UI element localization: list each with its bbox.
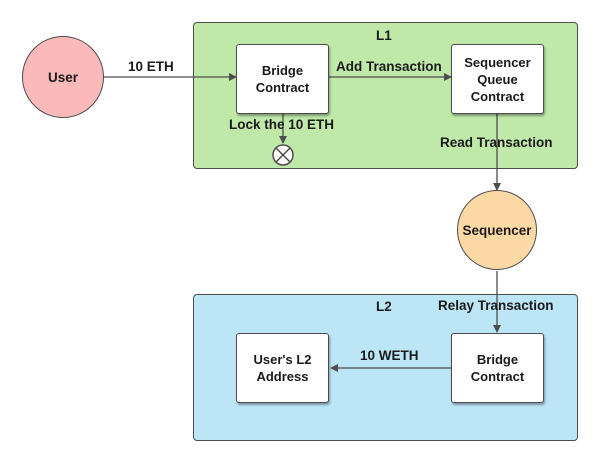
sequencer-queue-contract: Sequencer Queue Contract <box>451 44 544 114</box>
label-relay-transaction: Relay Transaction <box>438 298 554 313</box>
bridge-contract-l1: Bridge Contract <box>236 44 329 114</box>
user-node-label: User <box>47 69 79 85</box>
label-10-weth: 10 WETH <box>360 348 419 363</box>
label-read-transaction: Read Transaction <box>440 135 553 150</box>
l2-title: L2 <box>376 299 392 314</box>
sequencer-node: Sequencer <box>457 190 537 270</box>
label-lock-10-eth: Lock the 10 ETH <box>229 117 335 132</box>
sequencer-node-label: Sequencer <box>462 222 532 238</box>
label-10-eth: 10 ETH <box>128 59 174 74</box>
users-l2-address: User's L2 Address <box>236 333 329 403</box>
lock-terminator-icon <box>272 144 294 166</box>
bridge-contract-l2: Bridge Contract <box>451 333 544 403</box>
l1-title: L1 <box>376 28 392 43</box>
user-node: User <box>22 36 104 118</box>
label-add-transaction: Add Transaction <box>336 59 442 74</box>
